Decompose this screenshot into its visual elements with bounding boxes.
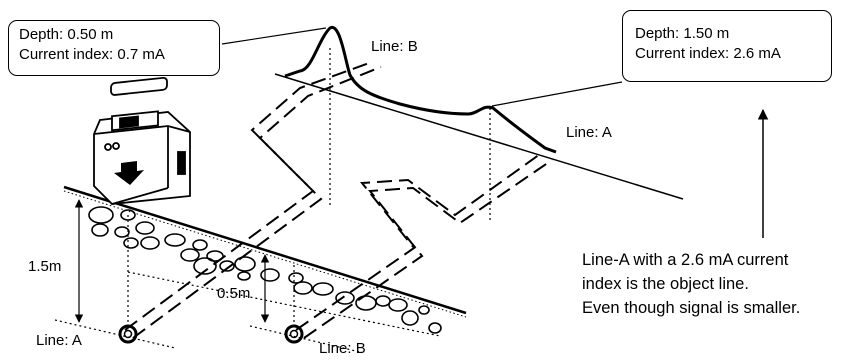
ground-surface	[63, 185, 467, 318]
callout-pointer-right	[491, 81, 623, 107]
note-line-2: index is the object line.	[582, 275, 749, 293]
callout-right-depth: Depth: 1.50 m	[635, 25, 730, 42]
note-line-3: Even though signal is smaller.	[582, 299, 801, 317]
signal-response-curve	[284, 26, 557, 154]
label-depth-1-5m: 1.5m	[28, 258, 62, 275]
down-arrow-icon	[114, 161, 144, 185]
callout-right-current: Current index: 2.6 mA	[635, 45, 781, 62]
callout-pointer-left	[221, 27, 327, 45]
label-depth-0-5m: 0.5m	[217, 285, 251, 302]
label-line-b-bottom: Line: B	[319, 340, 366, 357]
guide-lines	[54, 48, 491, 353]
note-line-1: Line-A with a 2.6 mA current	[582, 251, 789, 269]
transmitter-icon	[93, 76, 191, 205]
callout-left-current: Current index: 0.7 mA	[19, 46, 165, 63]
label-line-a-bottom: Line: A	[36, 332, 82, 349]
callout-left-depth: Depth: 0.50 m	[19, 26, 114, 43]
buried-cable-paths	[124, 61, 553, 339]
label-line-b-top: Line: B	[371, 38, 418, 55]
label-line-a-right: Line: A	[566, 124, 612, 141]
note-text: Line-A with a 2.6 mA current index is th…	[582, 248, 800, 320]
callout-right: Depth: 1.50 m Current index: 2.6 mA	[622, 10, 832, 82]
soil-stones	[88, 206, 442, 334]
cable-cross-section-icon	[118, 324, 304, 344]
surface-projection-line	[274, 73, 684, 200]
callout-left: Depth: 0.50 m Current index: 0.7 mA	[8, 20, 220, 76]
